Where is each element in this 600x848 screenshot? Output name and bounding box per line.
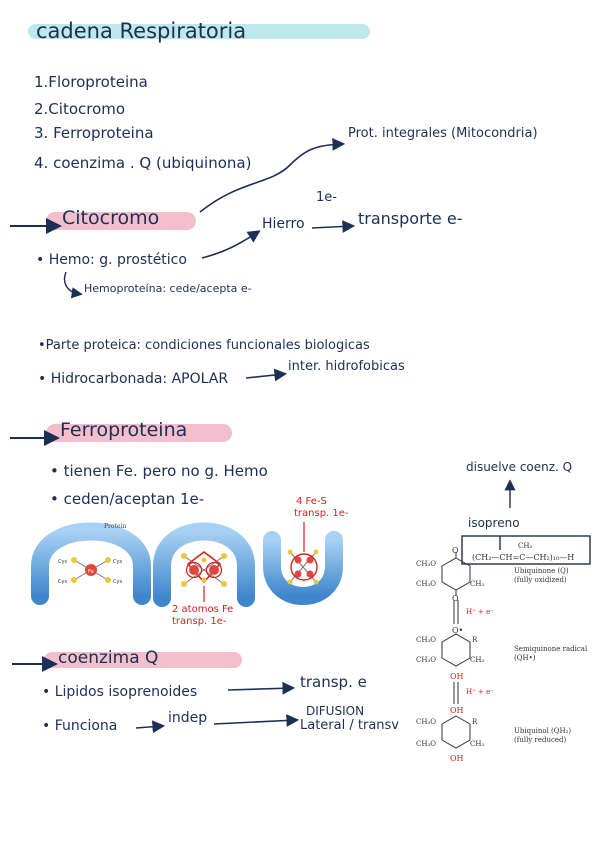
inter-hidrofobicas-label: inter. hidrofobicas [288,359,405,374]
arrow-apolar [245,368,288,382]
indep-label: indep [168,710,208,726]
h-e-2: H⁺ + e⁻ [466,688,494,696]
coenzima-highlight [44,652,242,668]
list-item: 4. coenzima . Q (ubiquinona) [34,154,252,172]
qh2-ch3o-1: CH₃O [416,718,437,726]
disuelve-label: disuelve coenz. Q [466,460,573,474]
svg-text:Fe: Fe [88,569,94,575]
note-4fes: 4 Fe-S [296,496,327,507]
ubiquinone-label: Ubiquinone (Q) [514,567,569,575]
q-o-top: O [452,546,459,555]
reaction-arrows [453,600,459,704]
page-title: cadena Respiratoria [36,19,247,43]
fe-atom [85,564,97,576]
h-e-1: H⁺ + e⁻ [466,608,494,616]
svg-text:Cys: Cys [58,579,67,585]
isoprene-chain: (CH₂—CH=C—CH₂)₁₀—H [472,553,575,562]
citocromo-highlight [46,212,196,230]
svg-text:Cys: Cys [113,579,122,585]
semi-ch3o-2: CH₃O [416,656,437,664]
semi-ch3: CH₃ [470,656,485,664]
qh2-ch3: CH₃ [470,740,485,748]
qh2-oh-top: OH [450,706,464,715]
hierro-label: Hierro [262,216,305,232]
lipidos-label: • Lipidos isoprenoides [42,684,198,700]
qh2-r: R [472,718,478,726]
svg-text:Cys: Cys [113,559,122,565]
lateral-label: Lateral / transv [300,718,399,733]
semi-ch3o-1: CH₃O [416,636,437,644]
q-ch3: CH₃ [470,580,485,588]
q-o-bottom: O [452,594,459,603]
citocromo-heading: Citocromo [62,207,160,229]
arrow-to-hierro [201,230,261,259]
semi-o-rad: O• [452,626,464,635]
chain-ch3: CH₃ [518,542,533,550]
prot-integrales: Prot. integrales (Mitocondria) [348,126,538,141]
ubiquinol-sub: (fully reduced) [514,736,567,744]
ubiquinol-label: Ubiquinol (QH₂) [514,727,572,735]
one-electron-label: 1e- [316,190,337,205]
ferredoxin-protein-3 [263,522,343,605]
semi-label: Semiquinone radical [514,645,588,653]
hemoproteina-label: Hemoproteína: cede/acepta e- [84,282,252,295]
svg-text:Protein: Protein [104,523,126,530]
parte-proteica-label: •Parte proteica: condiciones funcionales… [38,338,370,353]
semiquinone-ring [441,633,471,667]
arrow-to-transporte [311,220,356,233]
arrow-transp-e [227,681,296,695]
ubiquinol-ring [441,715,471,749]
svg-text:Cys: Cys [58,559,67,565]
list-item: 1.Floroproteina [34,73,148,91]
hidrocarbonada-label: • Hidrocarbonada: APOLAR [38,371,229,387]
semi-r: R [472,636,478,644]
ferroproteina-heading: Ferroproteina [60,419,188,441]
ubiquinone-sub: (fully oxidized) [514,576,567,584]
ferro-bullet-2: • ceden/aceptan 1e- [50,490,205,508]
title-highlight [28,24,370,39]
ferro-bullet-1: • tienen Fe. pero no g. Hemo [50,462,268,480]
difusion-label: DIFUSION [306,704,365,718]
hemo-label: • Hemo: g. prostético [36,252,187,268]
list-item: 3. Ferroproteina [34,124,154,142]
coenzima-heading: coenzima Q [58,648,159,668]
qh2-oh-bottom: OH [450,754,464,763]
semi-sub: (QH•) [514,654,536,662]
q-ch3o-1: CH₃O [416,560,437,568]
note-2atomos: 2 atomos Fe [172,604,234,615]
note-2atomos-transp: transp. 1e- [172,616,227,627]
q-ch3o-2: CH₃O [416,580,437,588]
arrow-difusion [213,714,300,727]
ferroproteina-highlight [46,424,232,442]
semi-oh: OH [450,672,464,681]
isoprene-box [461,535,591,565]
arrow-indep [135,720,166,734]
ubiquinone-ring [441,552,471,596]
arrow-to-prot-integrales [199,137,346,213]
hook-hemoproteina [63,271,83,299]
funciona-label: • Funciona [42,718,118,734]
ferredoxin-protein-1: Protein Fe Cys Cys Cys Cys [31,522,151,605]
transporte-label: transporte e- [358,209,463,228]
note-4fes-transp: transp. 1e- [294,508,349,519]
list-item: 2.Citocromo [34,100,126,118]
transp-e-label: transp. e [300,673,367,691]
isopreno-label: isopreno [468,516,520,530]
qh2-ch3o-2: CH₃O [416,740,437,748]
ferredoxin-protein-2 [153,522,255,607]
